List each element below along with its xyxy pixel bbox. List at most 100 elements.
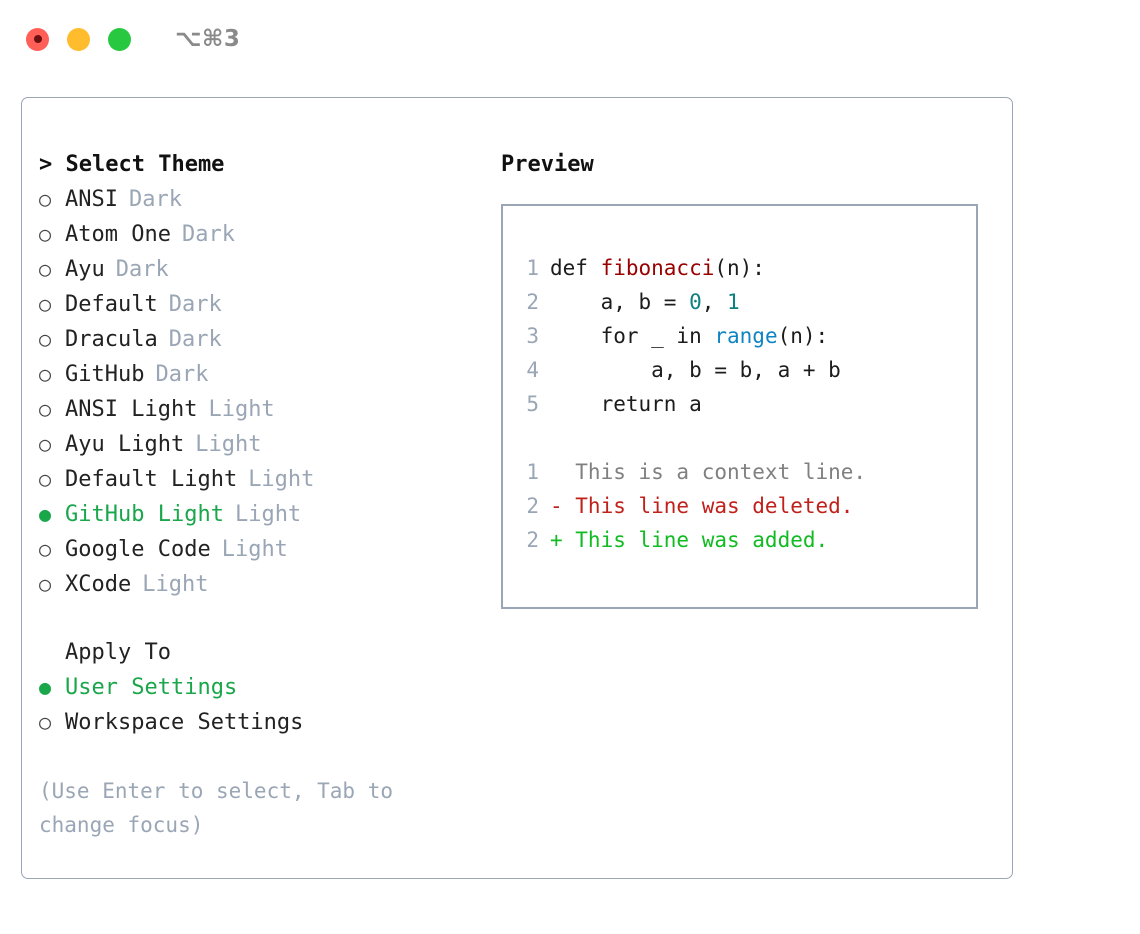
theme-item-label: Google Code [65,537,211,562]
apply-to-item-1[interactable]: ○ Workspace Settings [39,705,489,740]
theme-item-tag: Dark [168,327,222,352]
code-token: , [701,290,728,314]
line-number: 1 [526,460,539,484]
theme-item-label: GitHub Light [65,502,224,527]
minimize-button[interactable] [67,27,90,51]
radio-unselected-icon: ○ [39,432,52,456]
line-number: 3 [526,324,539,348]
code-token: range [714,324,778,348]
code-token: 0 [689,290,702,314]
radio-unselected-icon: ○ [39,397,52,421]
diff-text: - This line was deleted. [550,494,854,518]
radio-unselected-icon: ○ [39,222,52,246]
code-token: for _ in [550,324,715,348]
apply-to-item-label: User Settings [65,675,238,700]
keyboard-shortcut-label: ⌥⌘3 [175,26,241,52]
theme-item-7[interactable]: ○ Ayu Light Light [39,427,489,462]
diff-line: 2 + This line was added. [511,523,976,557]
theme-item-label: GitHub [65,362,145,387]
apply-to-group[interactable]: ● User Settings ○ Workspace Settings [39,670,489,740]
radio-unselected-icon: ○ [39,362,52,386]
theme-item-tag: Dark [128,187,182,212]
theme-item-2[interactable]: ○ Ayu Dark [39,252,489,287]
keyboard-hint: (Use Enter to select, Tab to change focu… [39,779,394,837]
radio-selected-icon: ● [39,675,52,699]
theme-item-tag: Light [221,537,288,562]
apply-to-heading: Apply To [65,640,171,665]
theme-item-label: Default [65,292,158,317]
theme-item-label: Atom One [65,222,171,247]
theme-item-tag: Light [195,432,262,457]
window-controls [26,27,131,51]
code-token: (n): [777,324,829,348]
line-number: 4 [526,358,539,382]
line-number: 1 [526,256,539,280]
theme-item-11[interactable]: ○ XCode Light [39,567,489,602]
code-token: a, b = b, a + b [550,358,841,382]
line-number: 2 [526,494,539,518]
diff-sample: 1 This is a context line. 2 - This line wa… [511,455,976,557]
theme-item-label: ANSI Light [65,397,198,422]
theme-item-tag: Dark [155,362,209,387]
theme-item-label: ANSI [65,187,118,212]
code-line: 5 return a [511,387,976,421]
code-line: 1 def fibonacci(n): [511,251,976,285]
code-token: return a [550,392,702,416]
radio-unselected-icon: ○ [39,572,52,596]
theme-item-0[interactable]: ○ ANSI Dark [39,182,489,217]
radio-unselected-icon: ○ [39,327,52,351]
theme-item-1[interactable]: ○ Atom One Dark [39,217,489,252]
title-bar: ⌥⌘3 [0,0,1140,78]
theme-item-6[interactable]: ○ ANSI Light Light [39,392,489,427]
theme-item-label: Default Light [65,467,238,492]
code-token: def [550,256,601,280]
theme-item-tag: Light [234,502,302,527]
theme-list-header: > Select Theme [39,152,225,177]
apply-to-item-0[interactable]: ● User Settings [39,670,489,705]
theme-item-tag: Light [142,572,209,597]
theme-item-9[interactable]: ● GitHub Light Light [39,497,489,532]
theme-item-label: Ayu Light [65,432,185,457]
diff-text: This is a context line. [550,460,867,484]
code-token: (n): [714,256,765,280]
theme-item-label: Dracula [65,327,158,352]
radio-selected-icon: ● [39,502,52,526]
theme-item-8[interactable]: ○ Default Light Light [39,462,489,497]
preview-title: Preview [501,152,594,177]
code-line: 3 for _ in range(n): [511,319,976,353]
close-button[interactable] [26,27,49,51]
radio-unselected-icon: ○ [39,187,52,211]
code-token: fibonacci [600,256,715,280]
theme-item-label: XCode [65,572,132,597]
line-number: 2 [526,528,539,552]
theme-item-tag: Light [208,397,275,422]
diff-text: + This line was added. [550,528,829,552]
theme-item-label: Ayu [65,257,105,282]
code-token: 1 [727,290,740,314]
code-line: 4 a, b = b, a + b [511,353,976,387]
theme-item-tag: Dark [115,257,169,282]
code-token: a, b = [550,290,690,314]
theme-item-tag: Light [248,467,315,492]
theme-item-tag: Dark [181,222,235,247]
theme-item-4[interactable]: ○ Dracula Dark [39,322,489,357]
diff-line: 1 This is a context line. [511,455,976,489]
radio-unselected-icon: ○ [39,467,52,491]
apply-to-item-label: Workspace Settings [65,710,304,735]
diff-line: 2 - This line was deleted. [511,489,976,523]
line-number: 5 [526,392,539,416]
radio-unselected-icon: ○ [39,710,52,734]
theme-item-tag: Dark [168,292,222,317]
radio-unselected-icon: ○ [39,257,52,281]
maximize-button[interactable] [108,27,131,51]
theme-item-5[interactable]: ○ GitHub Dark [39,357,489,392]
